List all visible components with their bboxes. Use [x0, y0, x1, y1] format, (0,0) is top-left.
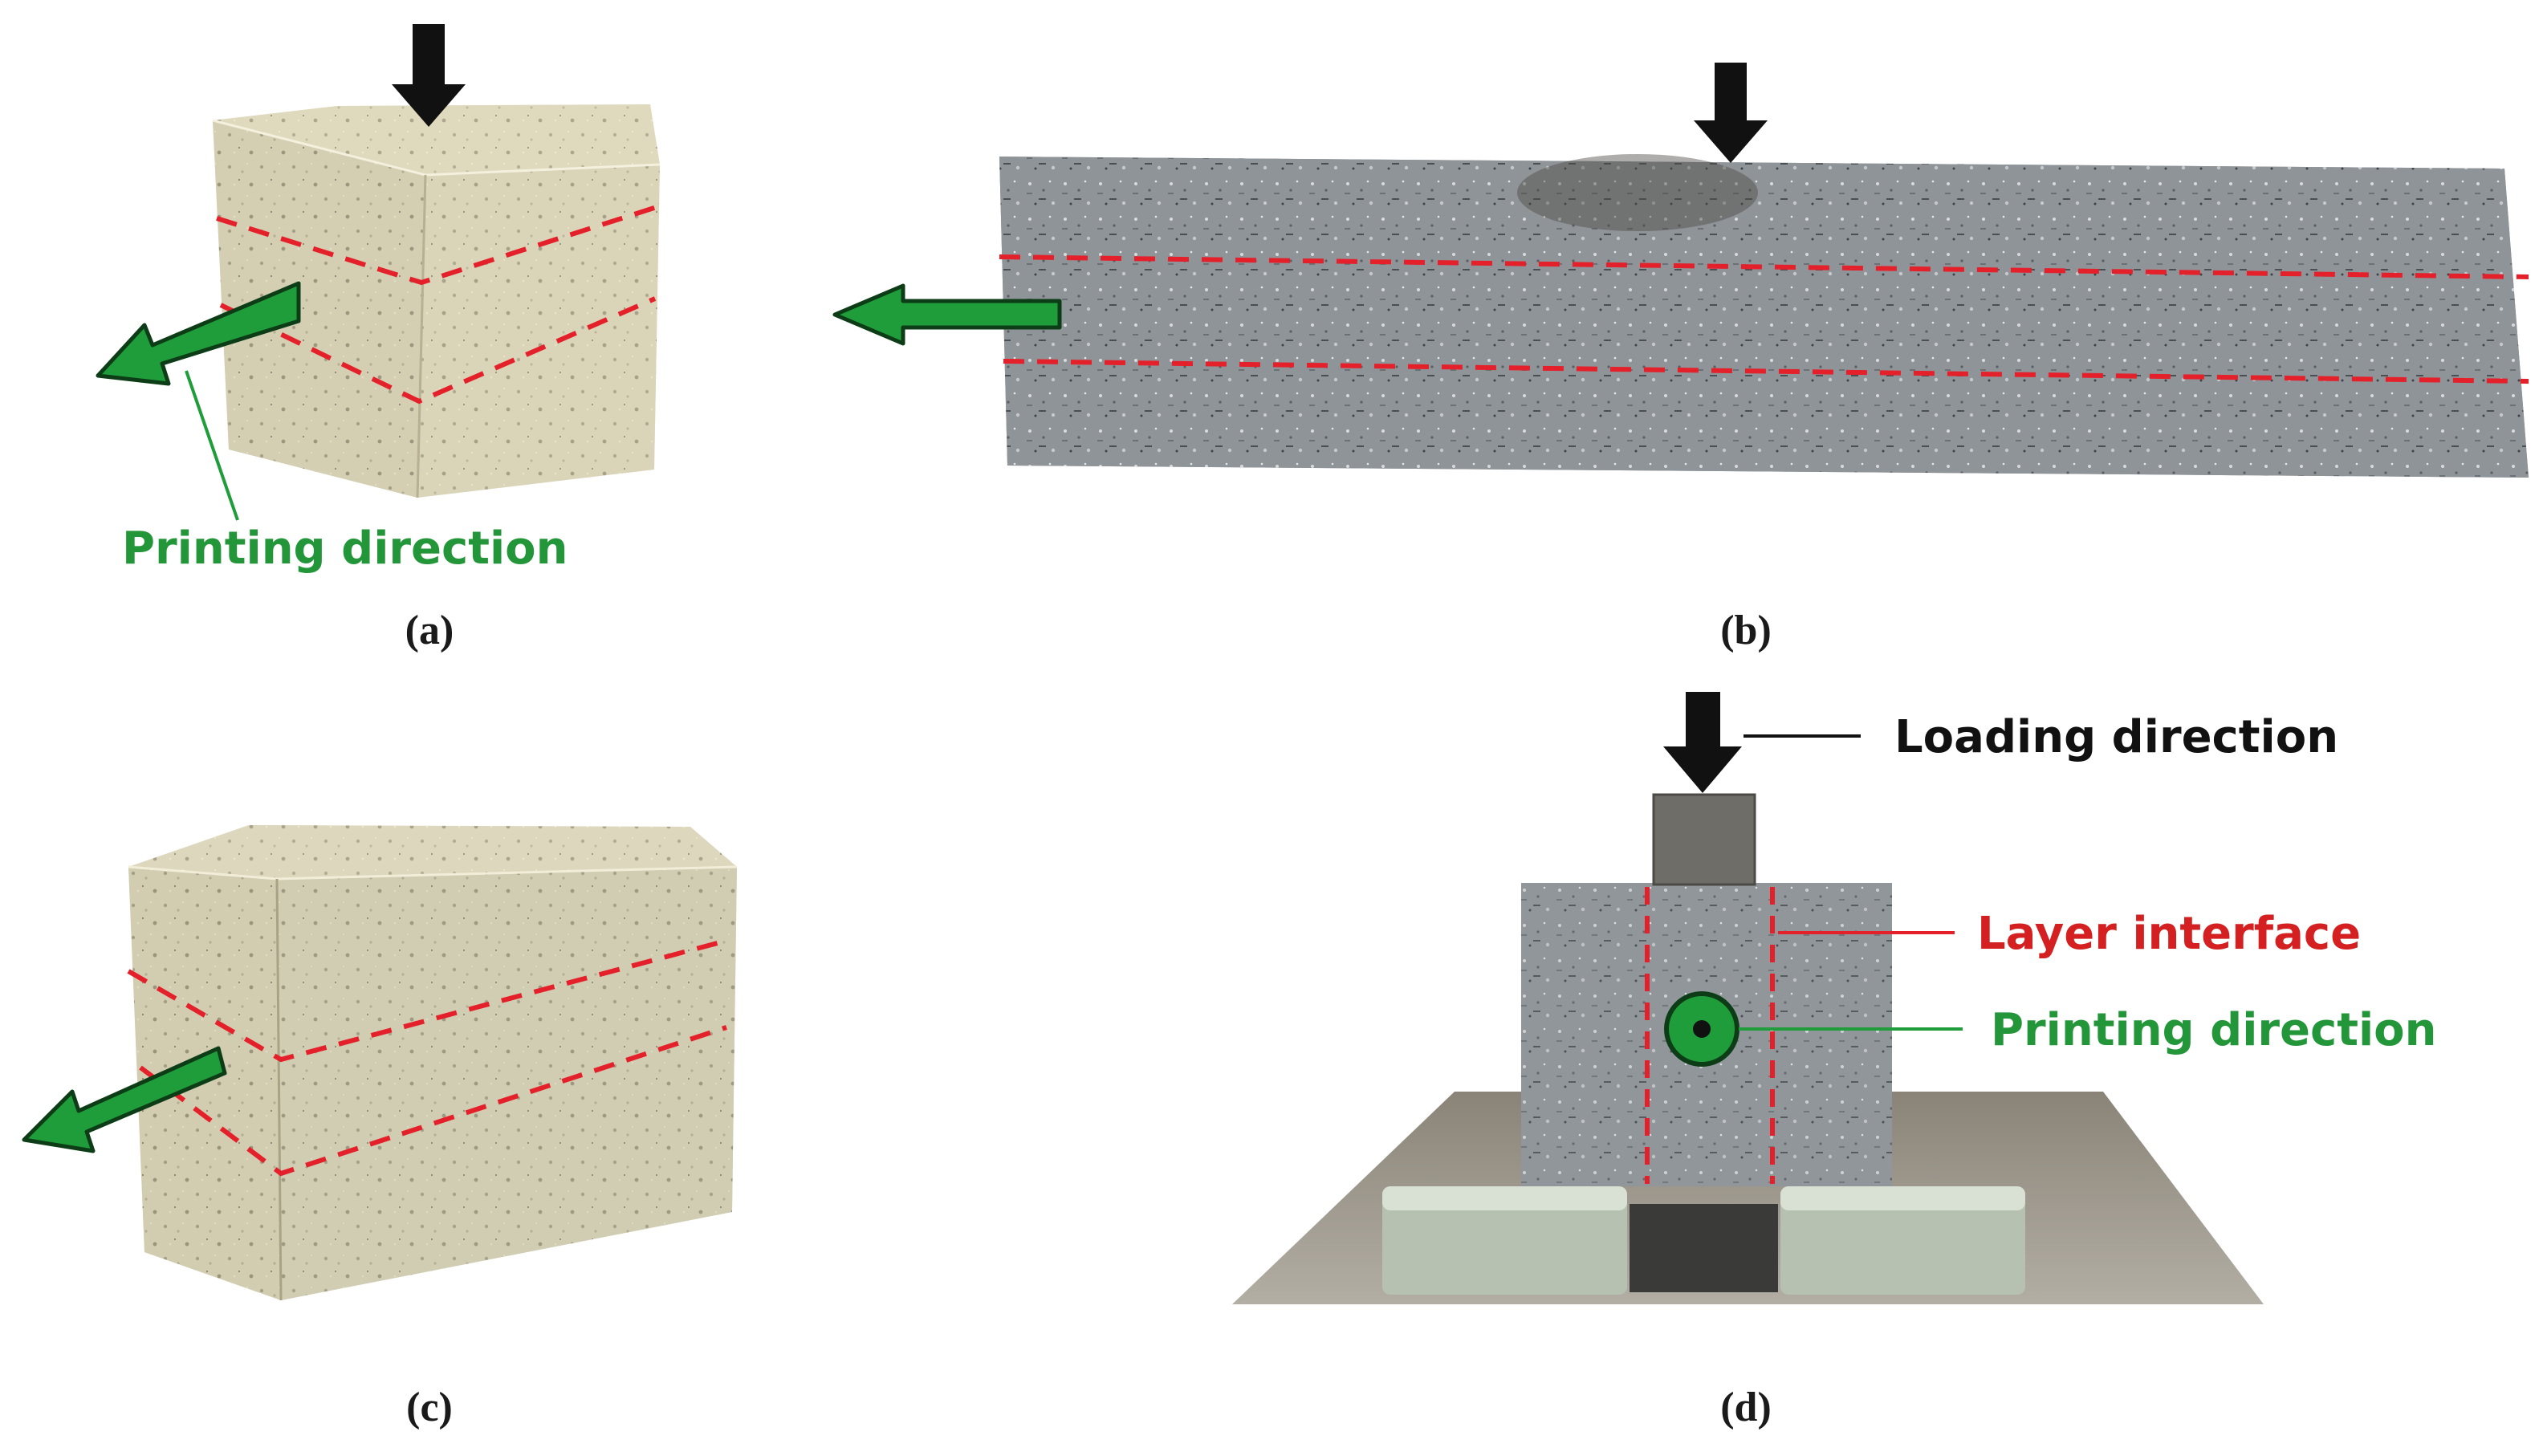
loading-platen	[1652, 793, 1756, 886]
panel-c: (c)	[22, 825, 738, 1430]
printing-direction-label-a: Printing direction	[122, 523, 568, 575]
prism-specimen-c	[128, 825, 738, 1301]
panel-c-caption: (c)	[406, 1385, 453, 1430]
layer-interface-label: Layer interface	[1977, 908, 2361, 960]
panel-b-caption: (b)	[1720, 608, 1772, 653]
printing-arrow-c	[22, 1046, 227, 1153]
prism-specimen-b	[999, 154, 2529, 478]
loading-direction-label: Loading direction	[1894, 711, 2338, 763]
loading-arrow-a	[392, 24, 466, 127]
panel-b: (b)	[832, 63, 2529, 653]
layer-interface-lines-b	[999, 254, 2529, 384]
printing-direction-label-d: Printing direction	[1991, 1004, 2437, 1056]
printing-arrow-b	[832, 283, 1062, 346]
printing-arrow-a	[96, 281, 301, 386]
panel-a-caption: (a)	[405, 608, 454, 653]
support-blocks	[1382, 1186, 2025, 1295]
panel-a: Printing direction (a)	[96, 24, 661, 653]
cube-specimen-a	[212, 104, 661, 498]
panel-d-caption: (d)	[1720, 1385, 1772, 1430]
loading-arrow-d	[1663, 692, 1742, 793]
layer-interface-lines-a	[216, 205, 657, 405]
printing-leader-line-a	[185, 370, 239, 521]
panel-d: Loading direction Layer interface Printi…	[1232, 692, 2437, 1430]
printing-direction-symbol	[1664, 991, 1739, 1067]
loading-arrow-b	[1694, 63, 1768, 163]
layer-interface-lines-d	[1645, 887, 1775, 1184]
layer-interface-lines-c	[127, 938, 727, 1177]
